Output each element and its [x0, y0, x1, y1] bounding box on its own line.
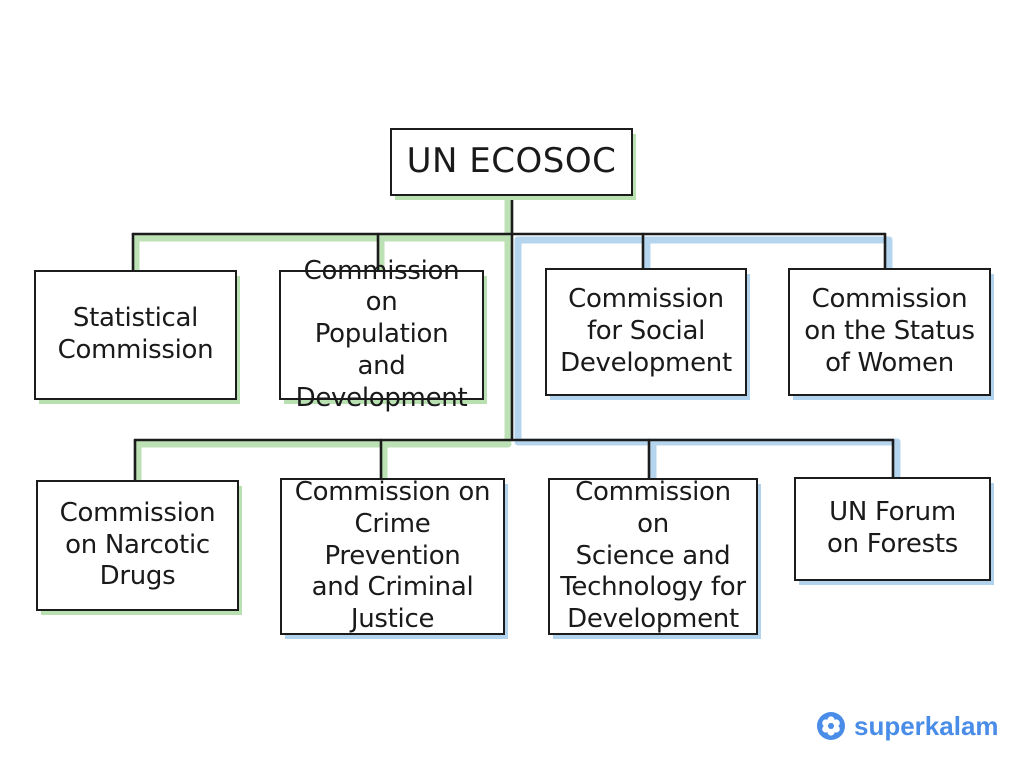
node-label: UN Forum on Forests [827, 497, 958, 559]
brand-name: superkalam [854, 710, 999, 741]
node-label: Commission on the Status of Women [804, 284, 975, 378]
node-status-of-women: Commission on the Status of Women [788, 268, 991, 396]
node-social-development: Commission for Social Development [545, 268, 747, 396]
node-crime-prevention: Commission on Crime Prevention and Crimi… [280, 477, 505, 635]
brand-logo: superkalam [816, 710, 999, 742]
node-statistical-commission: Statistical Commission [34, 270, 237, 400]
node-label: Commission for Social Development [560, 284, 732, 378]
root-node-label: UN ECOSOC [406, 141, 617, 182]
node-narcotic-drugs: Commission on Narcotic Drugs [36, 480, 239, 611]
flower-logo-icon [817, 712, 845, 740]
node-label: Commission on Science and Technology for… [560, 477, 746, 635]
node-forum-on-forests: UN Forum on Forests [794, 477, 991, 581]
root-node-un-ecosoc: UN ECOSOC [390, 128, 633, 196]
node-label: Commission on Crime Prevention and Crimi… [294, 477, 491, 635]
node-science-technology: Commission on Science and Technology for… [548, 477, 758, 635]
node-label: Statistical Commission [57, 303, 214, 365]
node-population-development: Commission on Population and Development [279, 256, 484, 413]
node-label: Commission on Population and Development [295, 255, 468, 413]
node-label: Commission on Narcotic Drugs [59, 497, 216, 592]
